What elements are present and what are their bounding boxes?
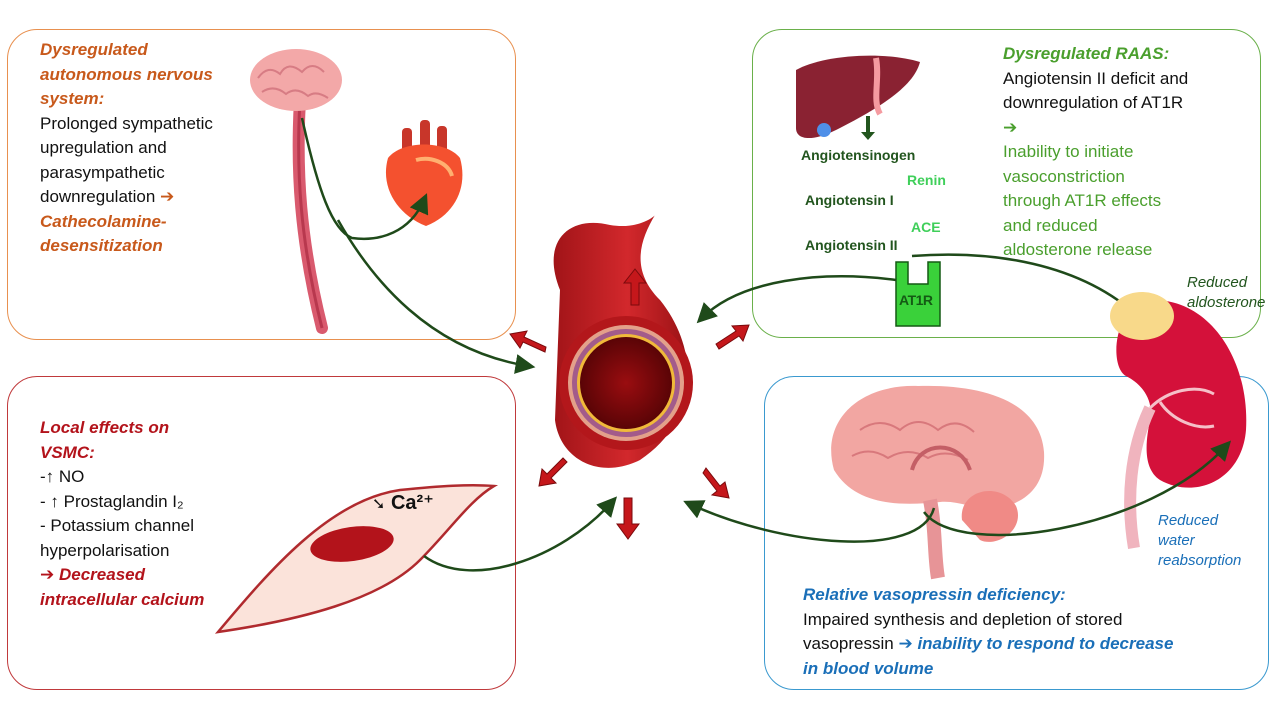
calcium-label: Ca²⁺	[390, 492, 434, 514]
vsmc-panel	[7, 376, 516, 690]
vessel-red-arrows	[509, 268, 750, 540]
water-line-3: reabsorption	[1158, 552, 1242, 569]
aldosterone-line-2: aldosterone	[1187, 294, 1266, 311]
raas-result-line-4: and reduced	[1003, 215, 1098, 235]
vasopressin-body-line-2: vasopressin	[803, 634, 894, 653]
vsmc-item-4: hyperpolarisation	[40, 540, 170, 560]
at1r-label: AT1R	[899, 292, 933, 308]
ans-heart-connector	[300, 117, 429, 241]
raas-body-line-2: downregulation of AT1R	[1003, 93, 1184, 112]
vasopressin-kidney-connector	[923, 440, 1232, 537]
vsmc-title-line-1: Local effects on	[40, 418, 170, 437]
raas-result-line-2: vasoconstriction	[1003, 166, 1125, 186]
angiotensin-1-label: Angiotensin I	[805, 192, 894, 208]
angiotensinogen-label: Angiotensinogen	[801, 147, 916, 163]
kidney-illustration	[1110, 292, 1247, 549]
smooth-muscle-cell-illustration	[214, 483, 499, 634]
liver-illustration	[796, 55, 920, 140]
heart-illustration	[385, 120, 463, 226]
vsmc-item-3: - Potassium channel	[40, 516, 195, 535]
vasopressin-arrow-icon: ➔	[898, 634, 913, 653]
renin-label: Renin	[907, 172, 946, 188]
brain-spinal-cord-illustration	[250, 49, 342, 334]
calcium-label-row: ➘ Ca²⁺	[372, 490, 434, 515]
vasopressin-vessel-connector	[683, 500, 936, 543]
vasopressin-body-line-1: Impaired synthesis and depletion of stor…	[803, 609, 1123, 629]
water-line-2: water	[1158, 532, 1195, 549]
ans-body-line-4-row: downregulation ➔	[40, 185, 270, 210]
raas-title: Dysregulated RAAS:	[1003, 44, 1170, 63]
raas-panel	[752, 29, 1261, 338]
vsmc-arrow-icon: ➔	[40, 565, 55, 584]
ans-title-line-1: Dysregulated	[40, 40, 148, 59]
ans-body-line-4: downregulation	[40, 187, 156, 206]
ans-body-line-1: Prolonged sympathetic	[40, 113, 213, 133]
ans-text-block: Dysregulated autonomous nervous system: …	[40, 38, 270, 259]
ans-body-line-3: parasympathetic	[40, 162, 165, 182]
raas-result-line-3: through AT1R effects	[1003, 191, 1162, 210]
sagittal-brain-illustration	[831, 385, 1045, 580]
ans-title-line-2: autonomous nervous	[40, 64, 213, 84]
vasopressin-body-line-2-row: vasopressin ➔ inability to respond to de…	[803, 632, 1263, 657]
vsmc-result-line-1: Decreased	[58, 565, 145, 584]
aldosterone-line-1: Reduced	[1187, 274, 1248, 291]
vsmc-vessel-connector	[423, 496, 618, 572]
ans-panel	[7, 29, 516, 340]
ans-arrow-icon: ➔	[160, 187, 175, 206]
raas-text-block: Dysregulated RAAS: Angiotensin II defici…	[1003, 42, 1243, 263]
ans-vessel-connector	[336, 219, 536, 374]
at1r-receptor-illustration	[895, 261, 941, 327]
ans-title-line-3: system:	[40, 89, 105, 108]
raas-body-line-1: Angiotensin II deficit and	[1003, 68, 1189, 88]
vsmc-result-row: ➔ Decreased	[40, 563, 300, 588]
ace-label: ACE	[911, 219, 941, 235]
vsmc-title-line-2: VSMC:	[40, 442, 95, 462]
vasopressin-text-block: Relative vasopressin deficiency: Impaire…	[803, 583, 1263, 681]
vsmc-result-line-2: intracellular calcium	[40, 589, 205, 609]
raas-result-line-5: aldosterone release	[1003, 240, 1153, 259]
ans-result-line-1: Cathecolamine-	[40, 211, 167, 231]
vsmc-item-1: -↑ NO	[40, 467, 85, 486]
vasopressin-result-line-2: in blood volume	[803, 658, 934, 678]
ans-result-line-2: desensitization	[40, 236, 163, 255]
reduced-aldosterone-label: Reduced aldosterone	[1187, 273, 1265, 313]
raas-result-line-1: Inability to initiate	[1003, 142, 1134, 161]
raas-kidney-connector	[911, 253, 1141, 319]
vsmc-text-block: Local effects on VSMC: -↑ NO - ↑ Prostag…	[40, 416, 300, 612]
blood-vessel-illustration	[553, 215, 693, 468]
ans-body-line-2: upregulation and	[40, 138, 167, 157]
vasopressin-title: Relative vasopressin deficiency:	[803, 585, 1066, 604]
vasopressin-result-line-1: inability to respond to decrease	[917, 634, 1174, 653]
angiotensin-2-label: Angiotensin II	[805, 237, 898, 253]
calcium-down-arrow-icon: ➘	[372, 496, 386, 513]
vasopressin-panel	[764, 376, 1269, 690]
water-line-1: Reduced	[1158, 512, 1219, 529]
vsmc-item-2: - ↑ Prostaglandin I₂	[40, 491, 184, 511]
reduced-water-reabsorption-label: Reduced water reabsorption	[1158, 511, 1241, 571]
raas-vessel-connector	[696, 275, 897, 324]
raas-arrow-icon: ➔	[1003, 117, 1018, 137]
